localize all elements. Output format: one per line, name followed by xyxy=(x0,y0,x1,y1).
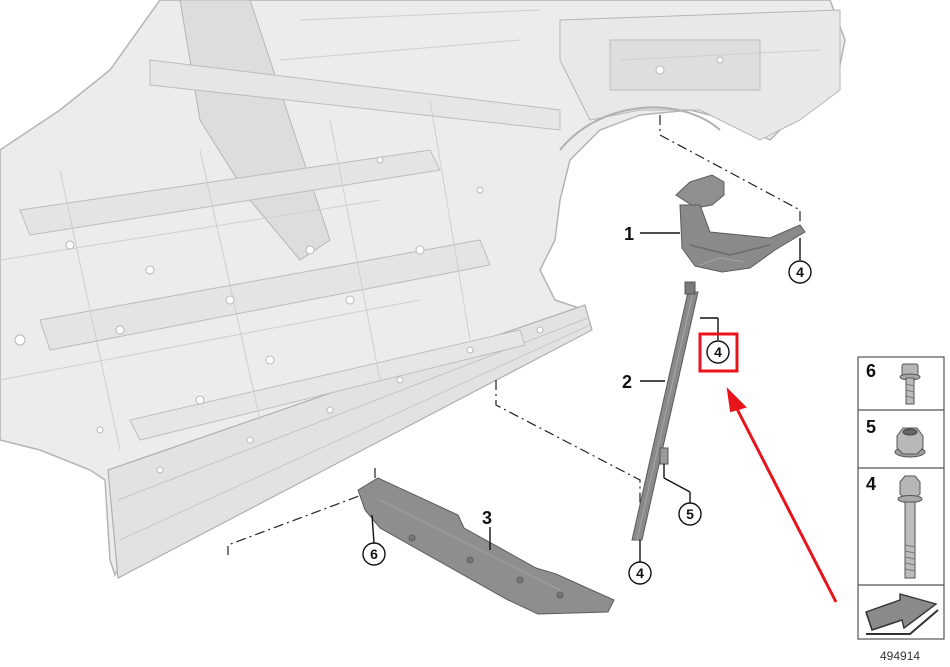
part-2-strut xyxy=(631,281,699,541)
legend-item-5-label: 5 xyxy=(866,417,876,437)
circled-ref-4-top: 4 xyxy=(788,238,812,284)
circled-ref-4-highlighted: 4 xyxy=(698,317,739,373)
legend-item-4: 4 xyxy=(866,474,923,579)
parts-legend: 6 5 4 xyxy=(857,356,945,640)
red-pointer-arrow xyxy=(726,387,838,603)
direction-arrow-icon xyxy=(865,593,939,635)
circled-ref-4-bottom: 4 xyxy=(628,540,652,585)
callout-3-label: 3 xyxy=(482,508,492,528)
vehicle-body-floor xyxy=(0,0,846,579)
legend-item-4-label: 4 xyxy=(866,474,876,494)
legend-item-6: 6 xyxy=(866,361,921,405)
part-3-underbody-panel xyxy=(357,477,615,615)
diagram-id: 494914 xyxy=(880,649,920,663)
callout-2-label: 2 xyxy=(622,372,632,392)
highlight-box xyxy=(698,332,739,373)
legend-item-5: 5 xyxy=(866,417,926,458)
part-1-bracket xyxy=(675,174,806,273)
callout-1: 1 xyxy=(624,224,680,244)
circled-ref-4-top-label: 4 xyxy=(796,264,804,280)
hex-bolt-long-icon xyxy=(897,475,923,579)
circled-ref-6: 6 xyxy=(362,514,386,566)
circled-ref-6-label: 6 xyxy=(370,546,378,562)
hex-bolt-short-icon xyxy=(899,363,921,405)
circled-ref-4-bottom-label: 4 xyxy=(636,565,644,581)
legend-item-6-label: 6 xyxy=(866,361,876,381)
assembly-dash-lines xyxy=(227,115,801,555)
callout-1-label: 1 xyxy=(624,224,634,244)
circled-ref-5: 5 xyxy=(663,464,702,526)
circled-ref-5-label: 5 xyxy=(686,506,694,522)
circled-ref-4-highlighted-label: 4 xyxy=(714,344,722,360)
callout-2: 2 xyxy=(622,372,665,392)
hex-nut-icon xyxy=(894,427,926,458)
callout-3: 3 xyxy=(482,508,492,550)
